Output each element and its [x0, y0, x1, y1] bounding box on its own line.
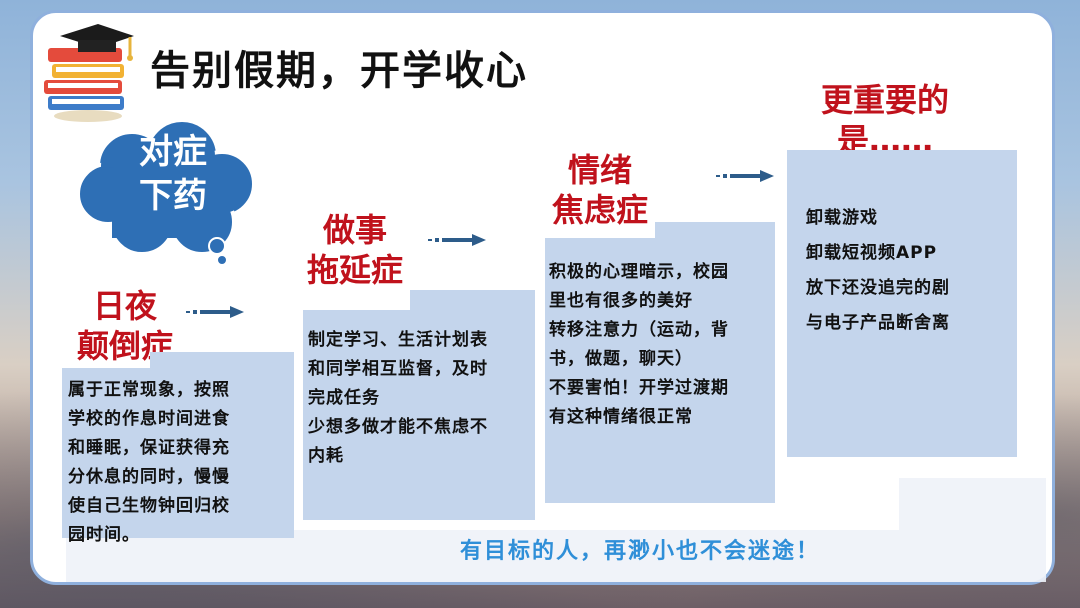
step-3-line: 里也有很多的美好 [549, 291, 693, 311]
step-3-line: 有这种情绪很正常 [549, 407, 693, 427]
step-2-box-tab [410, 290, 535, 312]
arrow-right-icon [186, 306, 244, 318]
step-2-line: 和同学相互监督，及时 [308, 359, 488, 379]
step-3-box-tab [655, 222, 775, 242]
step-3-heading: 情绪 焦虑症 [545, 150, 655, 230]
step-1-line: 园时间。 [68, 525, 140, 545]
step-4-line: 放下还没追完的剧 [806, 278, 950, 298]
step-2-text: 制定学习、生活计划表 和同学相互监督，及时 完成任务 少想多做才能不焦虑不 内耗 [302, 320, 542, 520]
step-1-heading-line-1: 日夜 [92, 287, 157, 325]
step-3-line: 书，做题，聊天） [549, 349, 693, 369]
step-2-line: 制定学习、生活计划表 [308, 330, 488, 350]
step-1-line: 分休息的同时，慢慢 [68, 467, 230, 487]
step-2-line: 内耗 [308, 446, 344, 466]
step-3-heading-line-2: 焦虑症 [551, 191, 648, 229]
step-1-line: 属于正常现象，按照 [68, 380, 230, 400]
step-3-box-bg [545, 238, 775, 503]
step-3-line: 转移注意力（运动，背 [549, 320, 729, 340]
step-2-heading: 做事 拖延症 [295, 210, 415, 290]
step-2-box-bg [303, 310, 535, 520]
step-3-line: 积极的心理暗示，校园 [549, 262, 729, 282]
step-2-line: 少想多做才能不焦虑不 [308, 417, 488, 437]
step-4-line: 卸载游戏 [806, 208, 878, 228]
step-1-text: 属于正常现象，按照 学校的作息时间进食 和睡眠，保证获得充 分休息的同时，慢慢 … [62, 370, 302, 545]
arrow-right-icon [716, 170, 774, 182]
step-1-heading: 日夜 颠倒症 [60, 286, 190, 366]
step-3-text: 积极的心理暗示，校园 里也有很多的美好 转移注意力（运动，背 书，做题，聊天） … [543, 252, 783, 492]
motto-text: 有目标的人，再渺小也不会迷途！ [460, 539, 821, 564]
step-2-heading-line-1: 做事 [322, 211, 387, 249]
step-1-line: 和睡眠，保证获得充 [68, 438, 230, 458]
step-2-line: 完成任务 [308, 388, 380, 408]
step-1-box-bg [62, 368, 294, 538]
step-4-box-bg [787, 150, 1017, 457]
cloud-line-1: 对症 [139, 132, 207, 172]
step-4-text: 卸载游戏 卸载短视频APP 放下还没追完的剧 与电子产品断舍离 [800, 195, 1020, 345]
step-3-line: 不要害怕！开学过渡期 [549, 378, 729, 398]
step-4-line: 与电子产品断舍离 [806, 313, 950, 333]
step-1-line: 学校的作息时间进食 [68, 409, 230, 429]
graduation-books-icon [44, 24, 134, 122]
page-title: 告别假期，开学收心 [150, 48, 528, 94]
step-4-line: 卸载短视频APP [806, 243, 938, 263]
cloud-label: 对症 下药 [128, 130, 218, 218]
step-3-heading-line-1: 情绪 [567, 151, 632, 189]
cloud-line-2: 下药 [139, 176, 207, 216]
cloud-icon [76, 118, 256, 266]
step-1-box-tab [150, 352, 294, 372]
step-4-heading-line-1: 更重要的 [820, 81, 949, 119]
arrow-right-icon [428, 234, 486, 246]
step-1-line: 使自己生物钟回归校 [68, 496, 230, 516]
step-2-heading-line-2: 拖延症 [306, 251, 403, 289]
step-4-heading: 更重要的 是…… [800, 80, 970, 160]
